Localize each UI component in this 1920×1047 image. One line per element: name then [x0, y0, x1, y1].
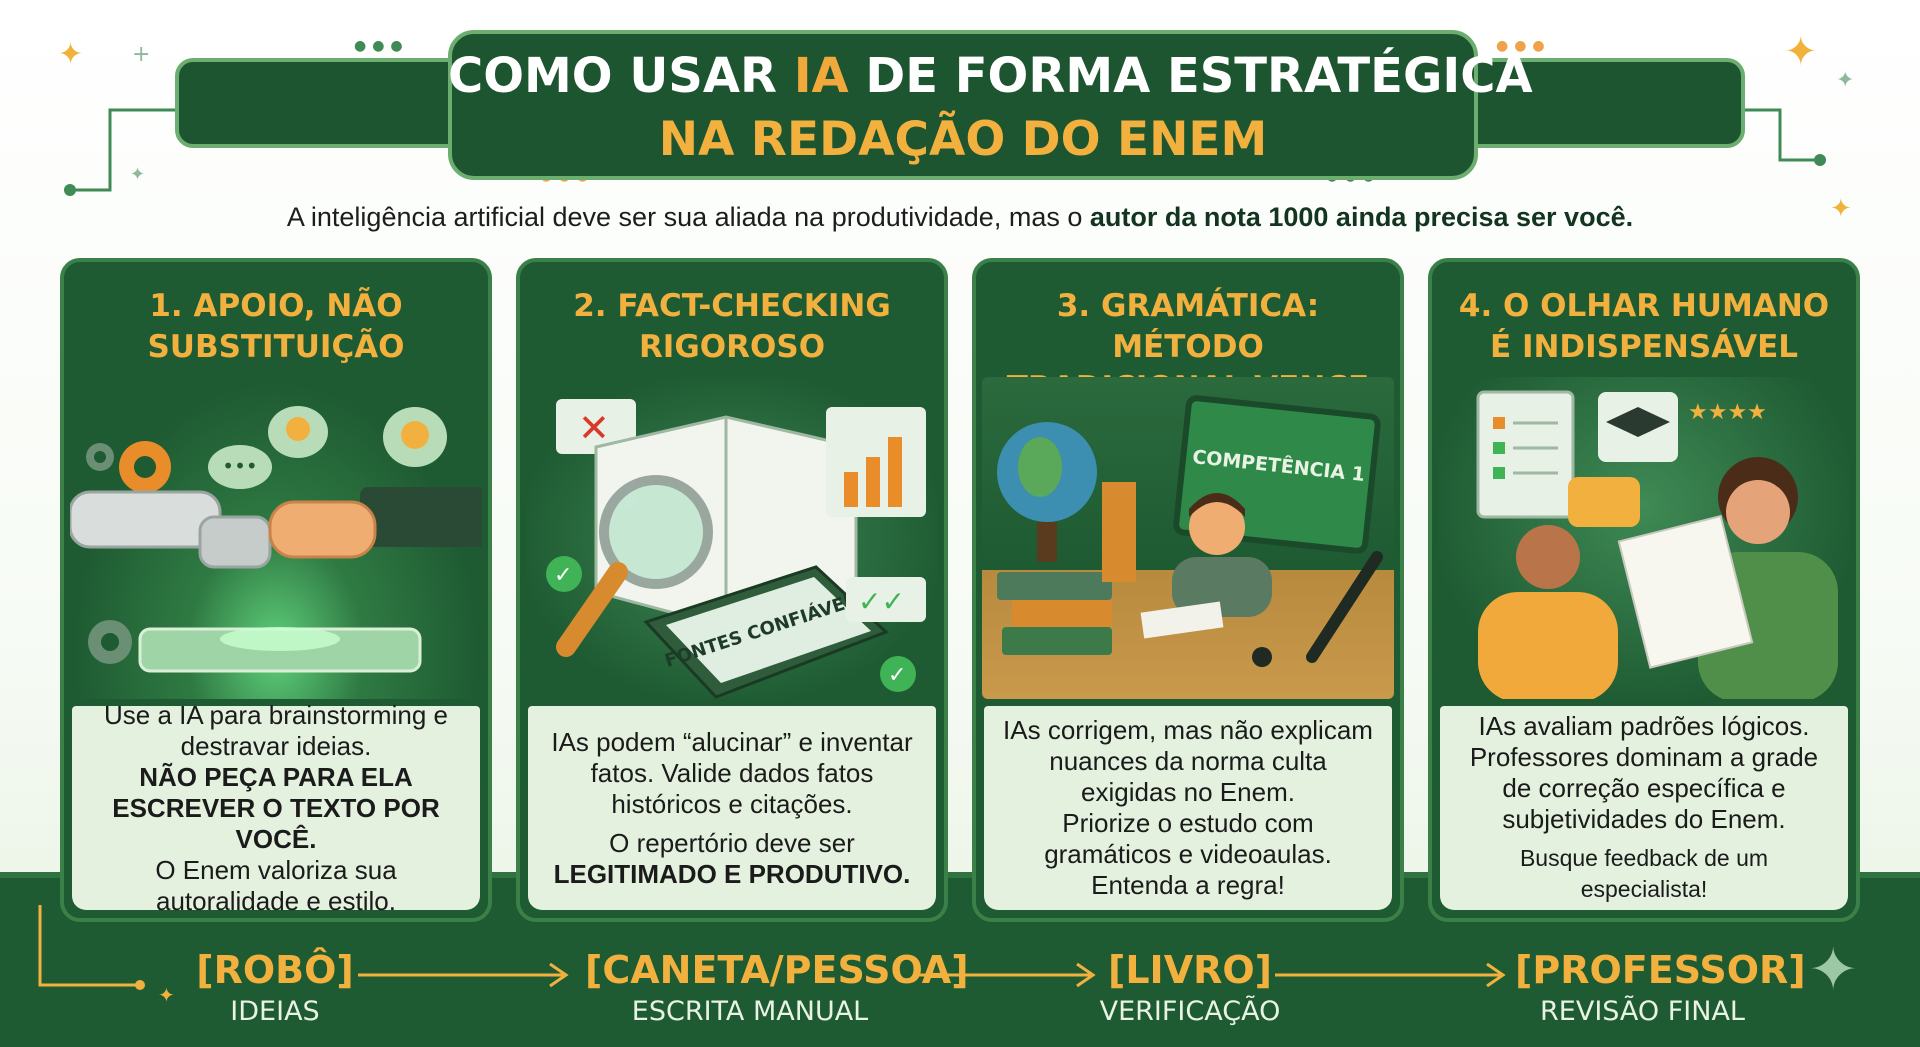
card-emphasis: LEGITIMADO E PRODUTIVO.	[553, 858, 911, 889]
book-icon	[997, 482, 1136, 655]
card-illustration: COMPETÊNCIA 1	[982, 377, 1394, 699]
magnifier-icon	[556, 475, 713, 657]
card-description: IAs corrigem, mas não explicam nuances d…	[984, 706, 1392, 910]
page-title-line-2: NA REDAÇÃO DO ENEM	[658, 112, 1268, 167]
checkmark-icon: ✓	[546, 556, 582, 592]
subtitle-emphasis: autor da nota 1000 ainda precisa ser voc…	[1089, 202, 1634, 232]
card-gramatica: 3. GRAMÁTICA: MÉTODOTRADICIONAL VENCE CO…	[972, 258, 1404, 922]
flow-arrow-icon	[358, 962, 569, 988]
sparkle-icon: ✦	[130, 164, 146, 185]
card-illustration: ✕	[526, 377, 938, 699]
robot-hand-icon	[70, 490, 272, 569]
flow-step-2-label: [CANETA/PESSOA]	[585, 948, 969, 992]
svg-text:✓: ✓	[888, 663, 906, 688]
notebook-icon	[1140, 601, 1224, 639]
x-mark-icon: ✕	[556, 399, 636, 454]
sparkle-icon: ✦	[1836, 68, 1855, 93]
globe-icon	[997, 422, 1097, 562]
page-title: COMO USAR IA DE FORMA ESTRATÉGICA	[448, 48, 1533, 104]
sparkle-icon: ✦	[158, 983, 175, 1007]
lightbulb-icon	[268, 406, 328, 458]
clipboard-icon	[1476, 390, 1575, 519]
checkmark-icon: ✓✓	[846, 577, 926, 622]
star-icon: ★★★★	[1688, 400, 1767, 425]
flow-step-1-sub: IDEIAS	[230, 996, 320, 1027]
checkmark-icon: ✓	[880, 656, 916, 692]
student-icon	[1172, 493, 1272, 617]
flow-arrow-icon	[915, 962, 1096, 988]
title-highlight: IA	[793, 48, 849, 104]
plus-icon: +	[132, 42, 151, 67]
graduation-cap-icon	[1598, 392, 1678, 462]
pen-icon	[1252, 551, 1383, 667]
flow-arrow-icon	[1275, 962, 1506, 988]
gear-icon	[86, 443, 114, 471]
card-illustration: ★★★★	[1438, 377, 1850, 699]
flow-step-4-sub: REVISÃO FINAL	[1540, 996, 1745, 1027]
human-hand-icon	[268, 487, 482, 559]
tablet-icon	[643, 565, 889, 699]
chat-bubble-icon	[1568, 477, 1640, 527]
circuit-decoration-right	[1710, 108, 1826, 166]
sparkle-icon: ✦	[1784, 29, 1818, 75]
lightbulb-icon	[383, 407, 447, 467]
title-banner-center	[448, 30, 1478, 180]
card-description: Use a IA para brainstorming e destravar …	[72, 700, 480, 916]
flow-step-3-sub: VERIFICAÇÃO	[1099, 996, 1281, 1027]
sparkle-icon: ✦	[58, 37, 84, 72]
band-edge	[0, 872, 1920, 878]
decorative-dots: ●●●	[354, 38, 409, 54]
flow-step-4-label: [PROFESSOR]	[1515, 948, 1806, 992]
flow-step-3-label: [LIVRO]	[1107, 948, 1273, 992]
decorative-dots: ●●●	[1496, 38, 1551, 54]
chart-icon	[826, 407, 926, 517]
card-illustration: •••	[70, 377, 482, 699]
essay-paper-icon	[1617, 514, 1754, 669]
flow-step-2-sub: ESCRITA MANUAL	[631, 996, 869, 1027]
svg-text:✓✓: ✓✓	[858, 585, 905, 618]
svg-text:✕: ✕	[578, 406, 610, 450]
svg-text:•••: •••	[222, 454, 257, 478]
page-subtitle: A inteligência artificial deve ser sua a…	[286, 202, 1634, 232]
svg-text:✓: ✓	[554, 563, 572, 588]
chat-bubble-icon: •••	[208, 445, 272, 489]
flow-step-1-label: [ROBÔ]	[196, 948, 354, 992]
card-description: IAs podem “alucinar” e inventar fatos. V…	[528, 706, 936, 910]
student-icon	[1478, 525, 1618, 699]
sparkle-icon: ✦	[1808, 935, 1859, 1005]
gear-icon	[119, 441, 171, 493]
sparkle-icon: ✦	[1830, 194, 1852, 224]
circuit-decoration-bottom	[38, 905, 145, 990]
gear-icon	[88, 620, 132, 664]
card-description: IAs avaliam padrões lógicos. Professores…	[1440, 706, 1848, 910]
card-emphasis: NÃO PEÇA PARA ELA ESCREVER O TEXTO POR V…	[112, 761, 440, 854]
